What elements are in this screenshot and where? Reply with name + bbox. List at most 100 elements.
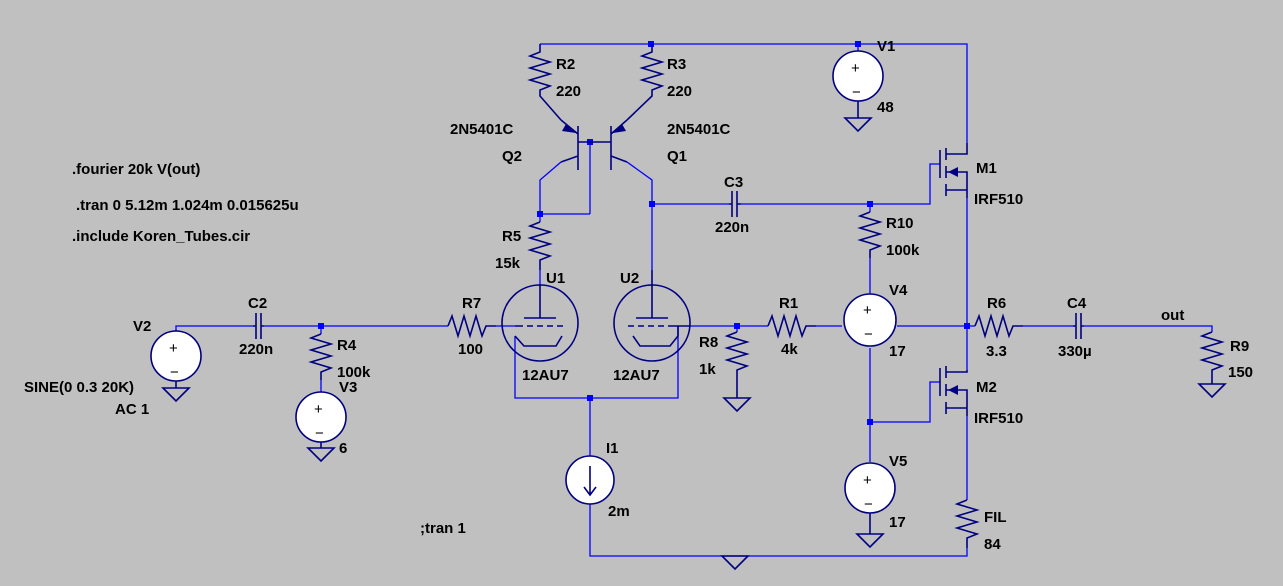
- label-m2: M2: [976, 379, 997, 396]
- label-v1: V1: [877, 38, 895, 55]
- label-u2: U2: [620, 270, 639, 287]
- label-r4: R4: [337, 337, 357, 354]
- value-r8: 1k: [699, 361, 716, 378]
- wire-cathodes[interactable]: [514, 326, 679, 399]
- label-u1: U1: [546, 270, 565, 287]
- label-u2-model: 12AU7: [613, 367, 660, 384]
- capacitor-c4[interactable]: [1073, 313, 1084, 339]
- resistor-r4[interactable]: [308, 333, 334, 380]
- junction-dot: [855, 41, 861, 47]
- label-fil: FIL: [984, 509, 1007, 526]
- net-label-out: out: [1161, 307, 1184, 324]
- ground-icon: [161, 387, 191, 403]
- model-q2: 2N5401C: [450, 121, 514, 138]
- directive-include[interactable]: .include Koren_Tubes.cir: [72, 228, 250, 245]
- value-c4: 330µ: [1058, 343, 1092, 360]
- resistor-r2[interactable]: [527, 44, 562, 121]
- triode-u1[interactable]: [501, 284, 579, 362]
- resistor-r9[interactable]: [1199, 331, 1225, 384]
- value-v3: 6: [339, 440, 347, 457]
- resistor-r6[interactable]: [974, 313, 1023, 339]
- label-c3: C3: [724, 174, 743, 191]
- resistor-r1[interactable]: [767, 313, 816, 339]
- mosfet-m1[interactable]: [939, 143, 968, 198]
- voltage-source-v5[interactable]: [844, 462, 896, 534]
- label-c2: C2: [248, 295, 267, 312]
- label-r6: R6: [987, 295, 1006, 312]
- label-q2: Q2: [502, 148, 522, 165]
- label-v4: V4: [889, 282, 908, 299]
- mosfet-m2[interactable]: [939, 366, 968, 416]
- wire-bottom-rail[interactable]: [589, 503, 968, 557]
- label-r2: R2: [556, 56, 575, 73]
- resistor-r5[interactable]: [527, 221, 553, 270]
- wire-top-rail[interactable]: [540, 43, 968, 143]
- wire-q2-collector[interactable]: [539, 161, 590, 215]
- wire-q1-collector[interactable]: [626, 161, 653, 204]
- junction-dot: [648, 41, 654, 47]
- label-r5: R5: [502, 228, 521, 245]
- resistor-fil[interactable]: [954, 499, 980, 548]
- resistor-r3[interactable]: [626, 44, 665, 121]
- value-c3: 220n: [715, 219, 749, 236]
- directive-fourier[interactable]: .fourier 20k V(out): [72, 161, 200, 178]
- voltage-source-v2[interactable]: [150, 330, 202, 388]
- spice-directives: .fourier 20k V(out) .tran 0 5.12m 1.024m…: [72, 161, 466, 537]
- label-i1: I1: [606, 440, 619, 457]
- wire-m1-gate[interactable]: [870, 163, 940, 205]
- junction-dot: [587, 395, 593, 401]
- junction-dot: [867, 201, 873, 207]
- voltage-source-v1[interactable]: [832, 50, 884, 118]
- current-source-i1[interactable]: [565, 455, 615, 505]
- value-r1: 4k: [781, 341, 798, 358]
- triode-u2[interactable]: [613, 270, 691, 362]
- label-v5: V5: [889, 453, 907, 470]
- value-r6: 3.3: [986, 343, 1007, 360]
- junction-dot: [318, 323, 324, 329]
- value-r10: 100k: [886, 242, 920, 259]
- label-r7: R7: [462, 295, 481, 312]
- junction-dot: [964, 323, 970, 329]
- value-v4: 17: [889, 343, 906, 360]
- label-r8: R8: [699, 334, 718, 351]
- pnp-transistor-q1[interactable]: [590, 119, 628, 170]
- model-m2: IRF510: [974, 410, 1023, 427]
- voltage-source-v3[interactable]: [295, 391, 347, 448]
- value-r7: 100: [458, 341, 483, 358]
- value-v5: 17: [889, 514, 906, 531]
- arrow-down-icon: [583, 466, 597, 497]
- comment-tran[interactable]: ;tran 1: [420, 520, 466, 537]
- model-q1: 2N5401C: [667, 121, 731, 138]
- capacitor-c3[interactable]: [729, 191, 741, 217]
- component-labels: R2 220 R3 220 V1 48 2N5401C Q2 2N5401C Q…: [24, 38, 1253, 553]
- value-r4: 100k: [337, 364, 371, 381]
- minus-sign: −: [170, 364, 179, 381]
- wires: [175, 43, 1213, 557]
- junctions: [318, 41, 970, 425]
- plus-sign: +: [851, 60, 860, 77]
- label-m1: M1: [976, 160, 997, 177]
- source-polarity-marks: + − + − + − + − + −: [169, 60, 873, 513]
- junction-dot: [867, 419, 873, 425]
- value-v1: 48: [877, 99, 894, 116]
- plus-sign: +: [314, 401, 323, 418]
- wire-out[interactable]: [1084, 325, 1213, 332]
- label-c4: C4: [1067, 295, 1087, 312]
- value-v2-sine: SINE(0 0.3 20K): [24, 379, 134, 396]
- pnp-transistor-q2[interactable]: [560, 119, 590, 170]
- capacitor-c2[interactable]: [253, 313, 264, 339]
- voltage-source-v4[interactable]: [843, 293, 897, 347]
- resistor-r10[interactable]: [857, 211, 883, 258]
- ground-icon: [306, 447, 336, 463]
- minus-sign: −: [864, 496, 873, 513]
- label-v2: V2: [133, 318, 151, 335]
- resistor-r7[interactable]: [447, 313, 496, 339]
- resistor-r8[interactable]: [724, 331, 750, 398]
- label-q1: Q1: [667, 148, 687, 165]
- value-r2: 220: [556, 83, 581, 100]
- junction-dot: [734, 323, 740, 329]
- wire-m2-gate[interactable]: [870, 381, 940, 423]
- directive-tran[interactable]: .tran 0 5.12m 1.024m 0.015625u: [76, 197, 299, 214]
- value-fil: 84: [984, 536, 1001, 553]
